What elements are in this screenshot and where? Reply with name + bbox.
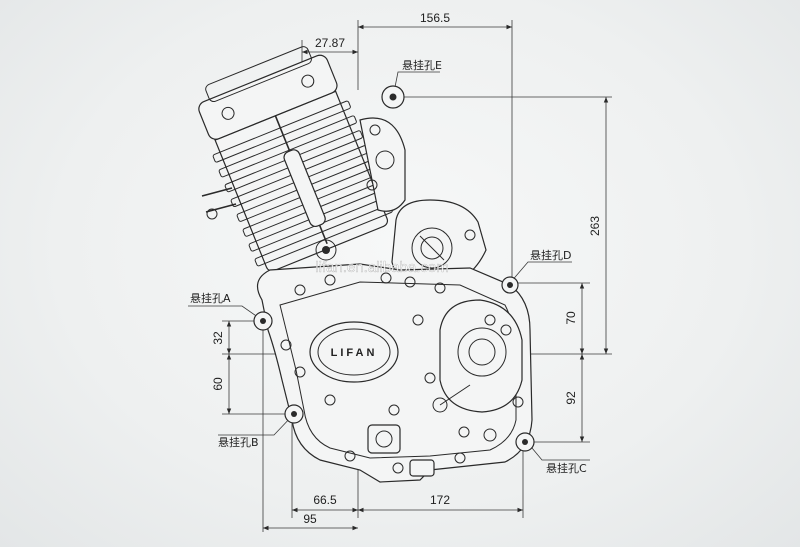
label-mount-a: 悬挂孔A [190,291,231,305]
crankcase-bolts [280,124,524,474]
dim-32: 32 [211,331,225,345]
label-mount-c: 悬挂孔C [546,461,587,475]
brand-plate-text: LIFAN [331,347,378,359]
mount-hole-labels: 悬挂孔E 悬挂孔A 悬挂孔B 悬挂孔C 悬挂孔D [190,58,587,475]
dimension-labels: 156.5 27.87 263 70 92 32 60 66.5 95 172 [211,11,602,526]
cylinder-block [198,46,393,272]
dim-70: 70 [564,311,578,325]
label-mount-b: 悬挂孔B [218,435,259,449]
dim-92: 92 [564,391,578,405]
label-mount-d: 悬挂孔D [530,248,571,262]
mounting-holes [253,85,535,452]
engine-body: LIFAN [198,46,535,483]
label-mount-e: 悬挂孔E [402,58,442,72]
dim-95: 95 [303,512,317,526]
dim-172: 172 [430,493,450,507]
watermark-text: lifan.en.alibaba.com [315,259,448,276]
dim-27-87: 27.87 [315,36,345,50]
dim-60: 60 [211,377,225,391]
dim-66-5: 66.5 [313,493,337,507]
dim-156-5: 156.5 [420,11,450,25]
dim-263: 263 [588,216,602,236]
